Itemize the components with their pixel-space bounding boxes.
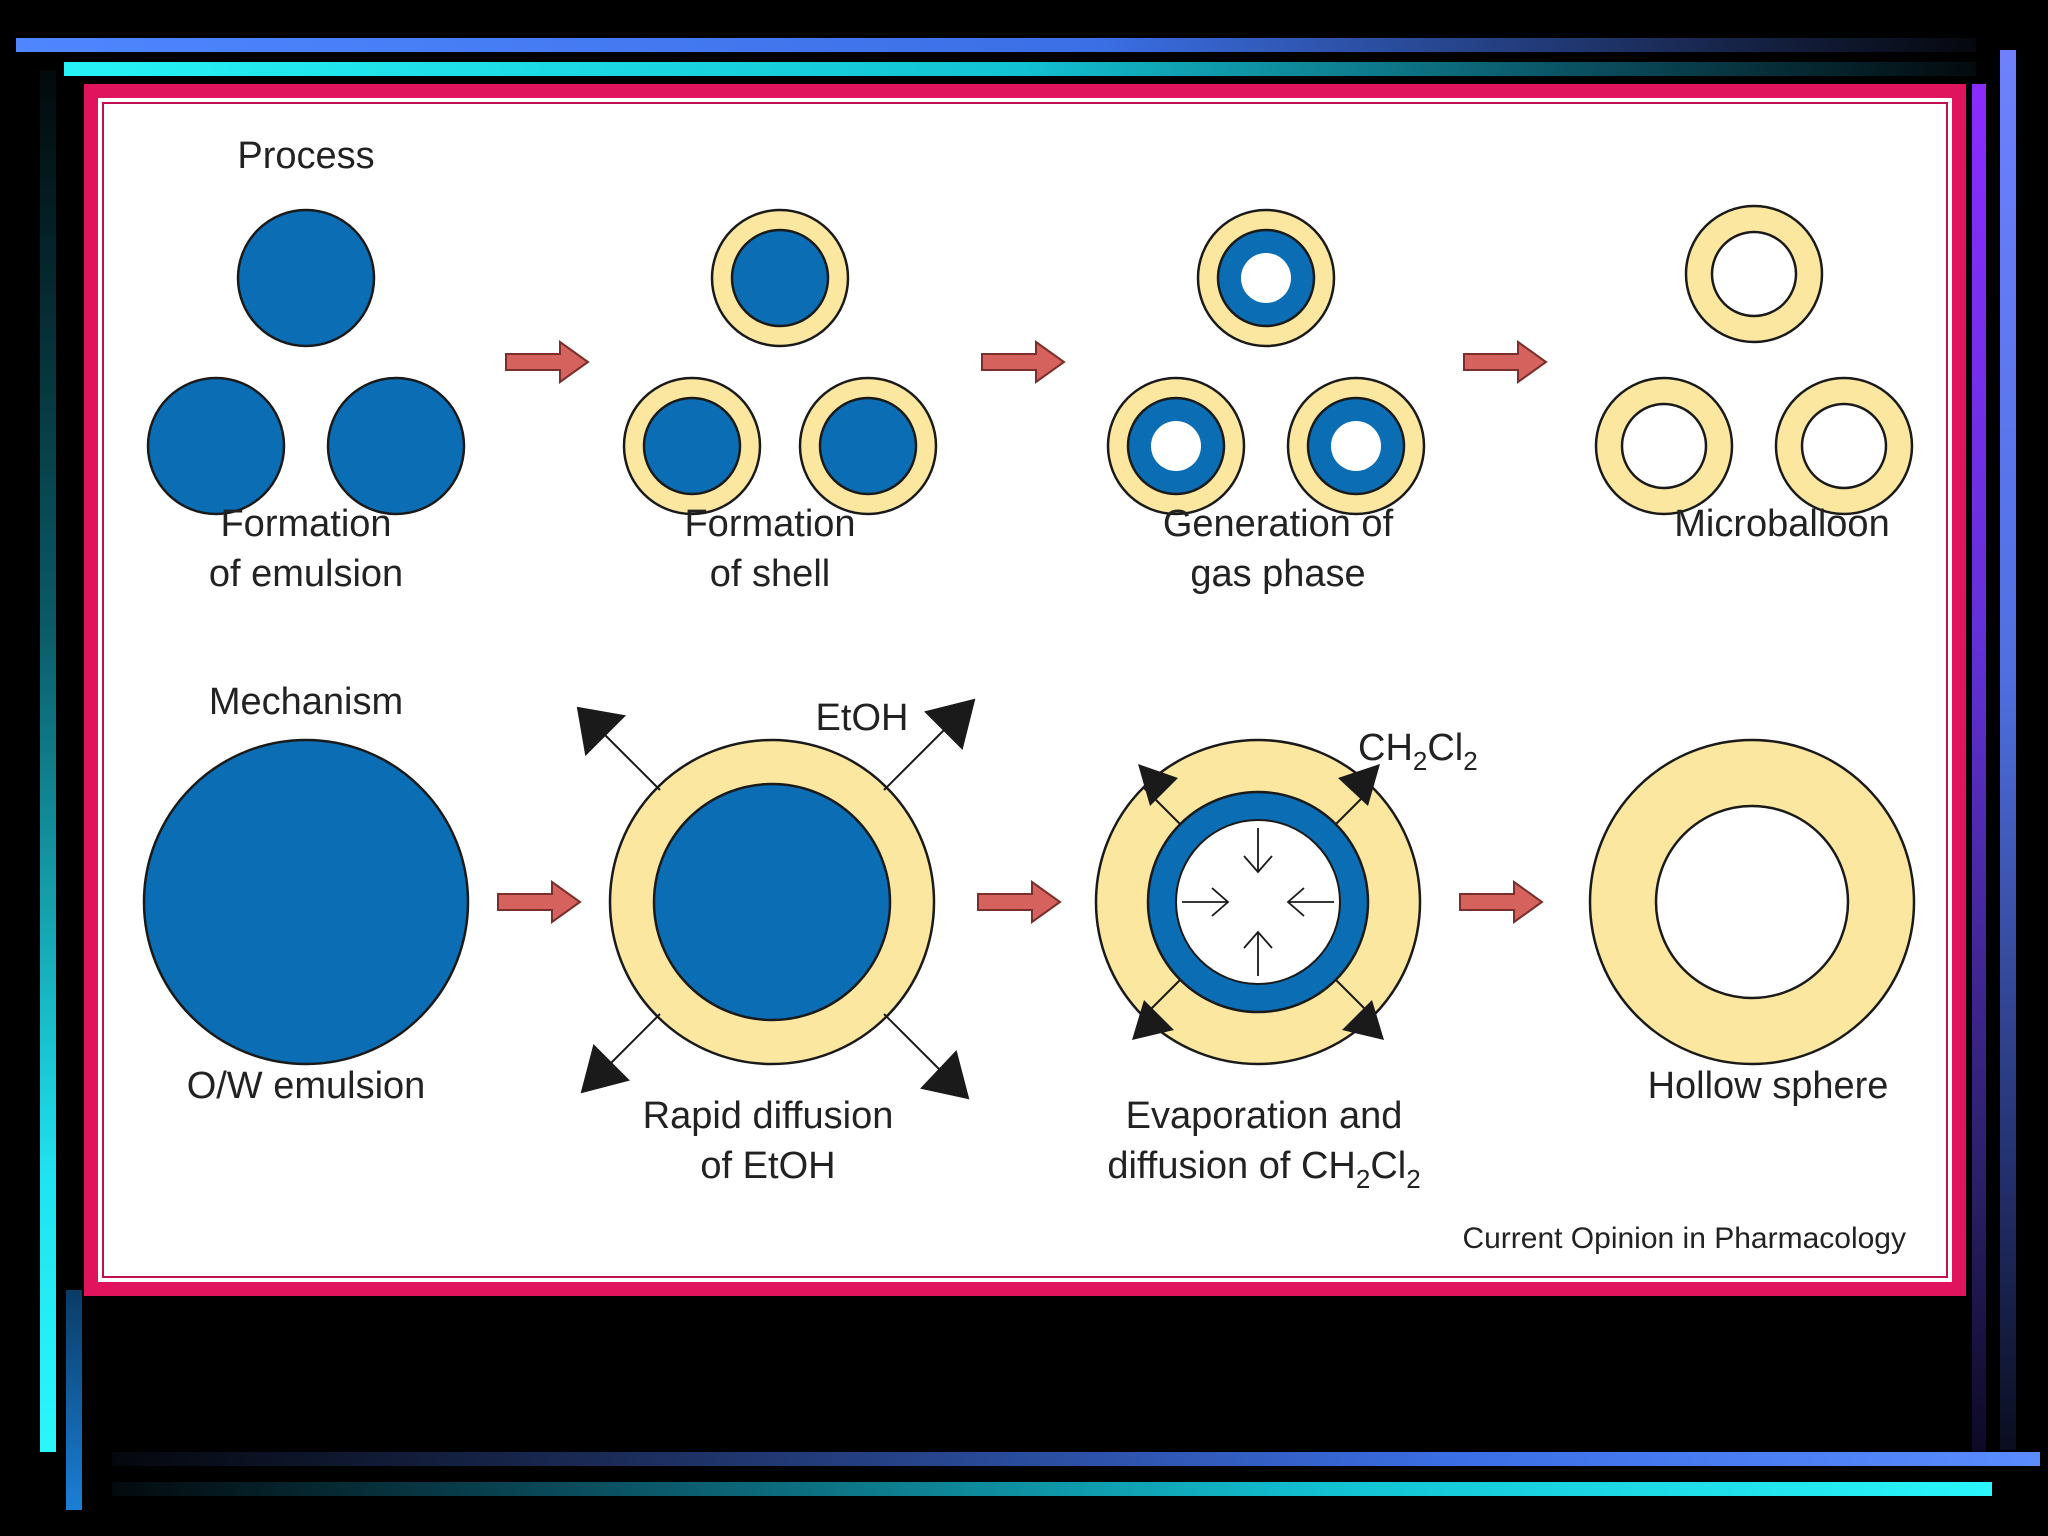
process-step-gas-phase [1106,208,1426,516]
step-label: of shell [710,553,830,595]
diffusion-arrow-icon [924,698,976,750]
emulsion-droplet [146,376,286,516]
mechanism-step-hollow-sphere [1588,738,1916,1066]
evaporation-arrow-icon [1132,1000,1174,1040]
step-label: of emulsion [209,553,403,595]
diffusion-arrow-icon [576,706,627,757]
decorative-bar-top [16,38,1976,52]
ow-emulsion-droplet [142,738,470,1066]
mechanism-step-etoh-diffusion: EtOH [576,697,976,1100]
decorative-bar-bottom [112,1452,2040,1466]
process-arrow-icon [981,340,1066,384]
emulsion-droplet [236,208,376,348]
step-label: diffusion of CH2Cl2 [1107,1145,1420,1194]
diffusion-arrow-icon [920,1050,970,1100]
decorative-bar-bottom-inner [112,1482,1992,1496]
step-label: Generation of [1163,503,1394,545]
inward-arrow-icon [1211,887,1230,917]
ch2cl2-label: CH2Cl2 [1358,727,1478,776]
inward-arrow-icon [1286,887,1305,917]
step-label: Rapid diffusion [643,1095,894,1137]
mechanism-arrow-icon [497,880,582,924]
diffusion-arrow-icon [580,1044,630,1094]
process-arrow-icon [1463,340,1548,384]
mechanism-arrow-icon [977,880,1062,924]
step-label: gas phase [1190,553,1365,595]
decorative-bar-left-inner [66,1290,82,1510]
process-section-label: Process [237,135,374,177]
mechanism-section-label: Mechanism [209,681,403,723]
credit-text: Current Opinion in Pharmacology [1462,1222,1906,1255]
emulsion-droplet [326,376,466,516]
evaporation-arrow-icon [1138,764,1178,806]
step-label: Evaporation and [1126,1095,1403,1137]
process-step-emulsion [146,208,466,516]
process-arrow-icon [505,340,590,384]
step-label: O/W emulsion [187,1065,426,1107]
mechanism-step-evaporation: CH2Cl2 [1094,727,1478,1066]
decorative-bar-top-inner [64,62,1976,76]
microballoon-diagram: Process Formation of emulsion [142,135,1916,1255]
process-step-microballoon [1594,204,1914,516]
step-label: of EtOH [700,1145,835,1187]
decorative-bar-left [40,70,56,1452]
etoh-label: EtOH [816,697,909,739]
evaporation-arrow-icon [1342,1000,1384,1040]
process-step-shell [622,208,938,516]
decorative-bar-right [2000,50,2016,1450]
inward-arrow-icon [1243,855,1273,874]
evaporation-arrow-icon [1338,764,1380,806]
inward-arrow-icon [1243,930,1273,949]
decorative-bar-right-inner [1972,84,1986,1464]
step-label: Hollow sphere [1648,1065,1889,1107]
step-label: Microballoon [1674,503,1889,545]
step-label: Formation [220,503,391,545]
mechanism-arrow-icon [1459,880,1544,924]
step-label: Formation [684,503,855,545]
diagram-panel: Process Formation of emulsion [84,84,1966,1296]
